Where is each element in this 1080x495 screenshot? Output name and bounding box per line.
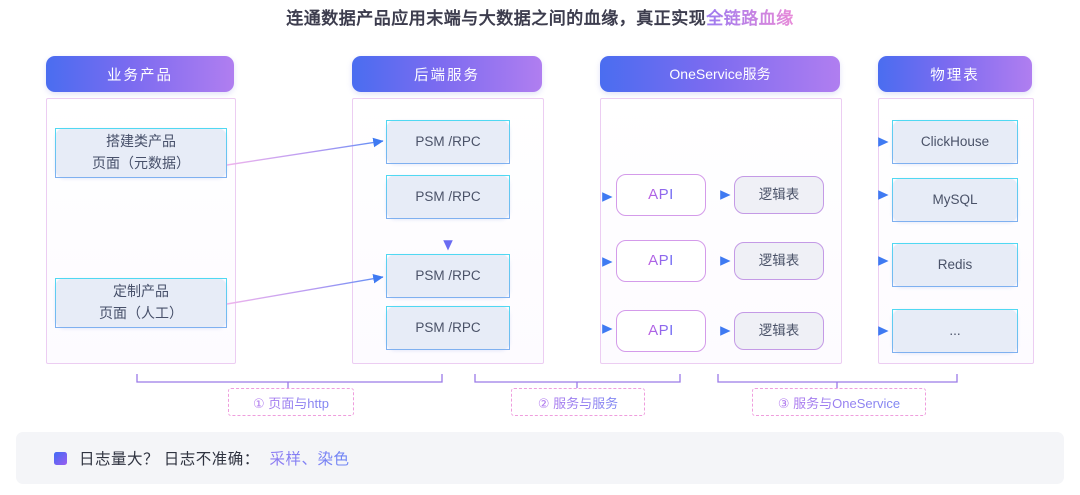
node-redis-label: Redis <box>937 256 973 272</box>
bullet-square-icon <box>54 451 67 465</box>
node-psm-rpc-4[interactable]: PSM /RPC <box>386 306 510 350</box>
page-title-highlight: 全链路血缘 <box>706 9 794 28</box>
node-psm-rpc-2-label: PSM /RPC <box>415 188 481 204</box>
node-logic-1-label: 逻辑表 <box>758 186 800 202</box>
node-api-2-label: API <box>648 249 674 272</box>
node-api-1-label: API <box>648 183 674 206</box>
node-clickhouse-label: ClickHouse <box>920 133 990 149</box>
footer-note: 日志量大？ 日志不准确： 采样、染色 <box>16 432 1064 484</box>
node-custom-product-line2: 页面（人工） <box>99 305 183 321</box>
column-header-oneservice: OneService服务 <box>600 56 840 92</box>
node-logic-2[interactable]: 逻辑表 <box>734 242 824 280</box>
column-header-backend-service: 后端服务 <box>352 56 542 92</box>
column-header-physical-table: 物理表 <box>878 56 1032 92</box>
node-psm-rpc-3-label: PSM /RPC <box>415 267 481 283</box>
node-psm-rpc-1[interactable]: PSM /RPC <box>386 120 510 164</box>
node-build-product[interactable]: 搭建类产品 页面（元数据） <box>55 128 227 178</box>
node-logic-1[interactable]: 逻辑表 <box>734 176 824 214</box>
node-logic-3[interactable]: 逻辑表 <box>734 312 824 350</box>
node-api-3-label: API <box>648 319 674 342</box>
node-build-product-line1: 搭建类产品 <box>106 133 176 150</box>
page-title: 连通数据产品应用末端与大数据之间的血缘，真正实现全链路血缘 <box>0 4 1080 29</box>
footer-text-accent: 采样、染色 <box>269 451 350 468</box>
bracket-stage-1 <box>136 374 443 383</box>
node-psm-rpc-3[interactable]: PSM /RPC <box>386 254 510 298</box>
node-psm-rpc-4-label: PSM /RPC <box>415 319 481 335</box>
footer-text-plain: 日志量大？ 日志不准确： <box>79 451 260 468</box>
node-more[interactable]: ... <box>892 309 1018 353</box>
footer-text: 日志量大？ 日志不准确： 采样、染色 <box>79 447 349 469</box>
node-more-label: ... <box>949 322 961 338</box>
stage-tag-3[interactable]: ③ 服务与OneService <box>752 388 926 416</box>
node-logic-3-label: 逻辑表 <box>758 322 800 338</box>
node-api-3[interactable]: API <box>616 310 706 352</box>
node-psm-rpc-1-label: PSM /RPC <box>415 133 481 149</box>
page-title-main: 连通数据产品应用末端与大数据之间的血缘，真正实现 <box>286 9 707 28</box>
node-build-product-line2: 页面（元数据） <box>92 155 190 171</box>
node-api-1[interactable]: API <box>616 174 706 216</box>
stage-tag-2-label: ② 服务与服务 <box>538 393 618 412</box>
node-custom-product[interactable]: 定制产品 页面（人工） <box>55 278 227 328</box>
bracket-stage-2 <box>474 374 681 383</box>
node-custom-product-line1: 定制产品 <box>113 283 169 300</box>
node-mysql[interactable]: MySQL <box>892 178 1018 222</box>
stage-tag-1[interactable]: ① 页面与http <box>228 388 354 416</box>
node-psm-rpc-2[interactable]: PSM /RPC <box>386 175 510 219</box>
node-api-2[interactable]: API <box>616 240 706 282</box>
node-clickhouse[interactable]: ClickHouse <box>892 120 1018 164</box>
node-redis[interactable]: Redis <box>892 243 1018 287</box>
stage-tag-2[interactable]: ② 服务与服务 <box>511 388 645 416</box>
column-header-business-product: 业务产品 <box>46 56 234 92</box>
node-logic-2-label: 逻辑表 <box>758 252 800 268</box>
bracket-stage-3 <box>717 374 958 383</box>
stage-tag-3-label: ③ 服务与OneService <box>778 393 900 412</box>
node-mysql-label: MySQL <box>932 191 978 207</box>
stage-tag-1-label: ① 页面与http <box>253 393 329 412</box>
